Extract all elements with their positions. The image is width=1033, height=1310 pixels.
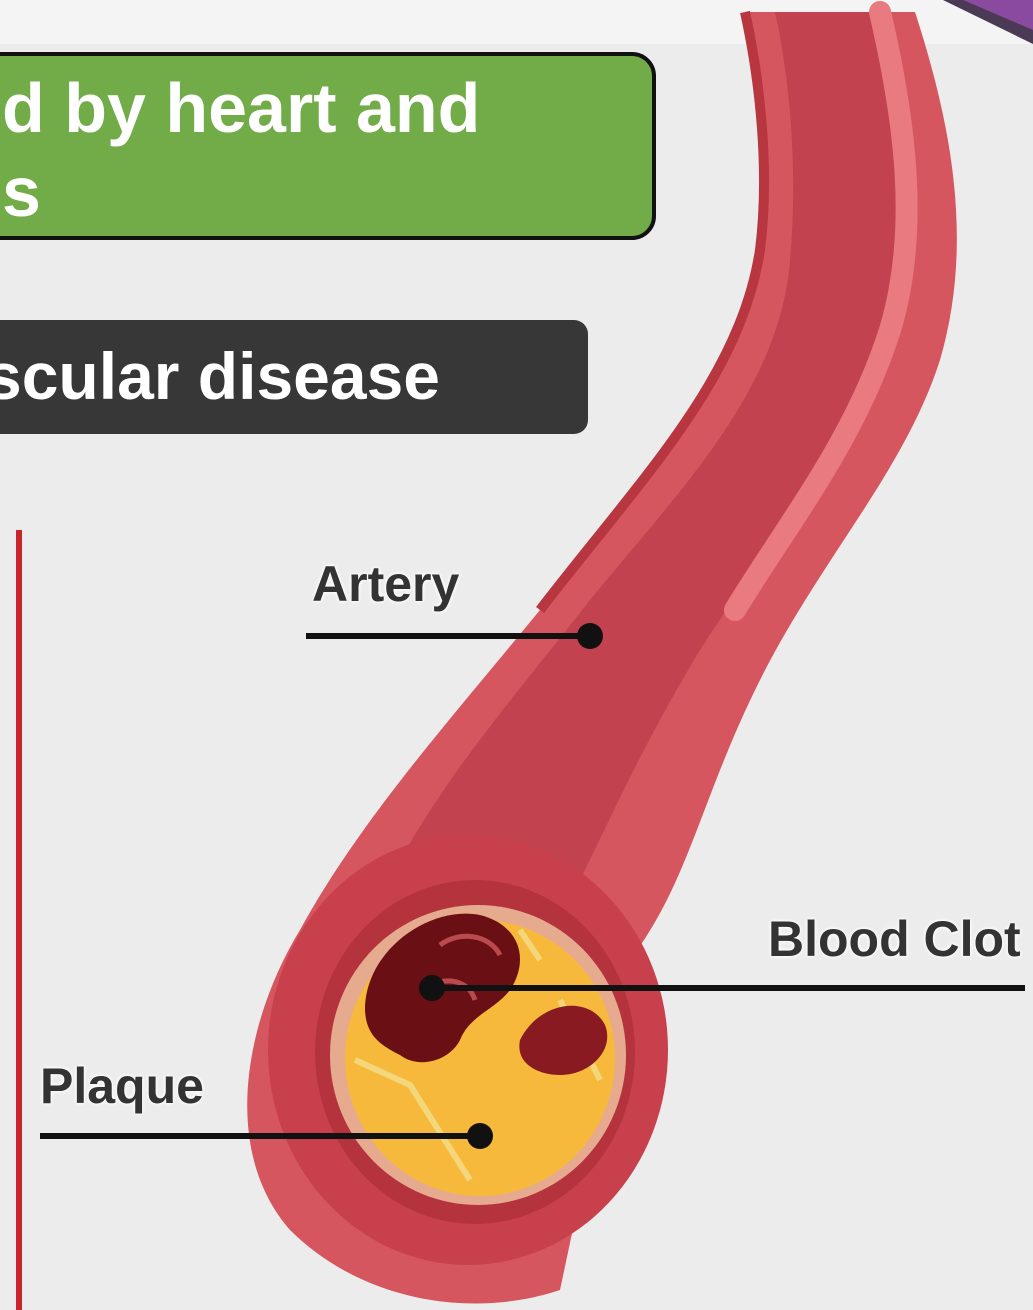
plaque-pointer-dot [467,1123,493,1149]
artery-pointer-dot [577,623,603,649]
label-artery: Artery [312,555,459,613]
blood-clot-pointer-dot [419,975,445,1001]
label-plaque: Plaque [40,1057,204,1115]
label-blood-clot: Blood Clot [768,910,1021,968]
